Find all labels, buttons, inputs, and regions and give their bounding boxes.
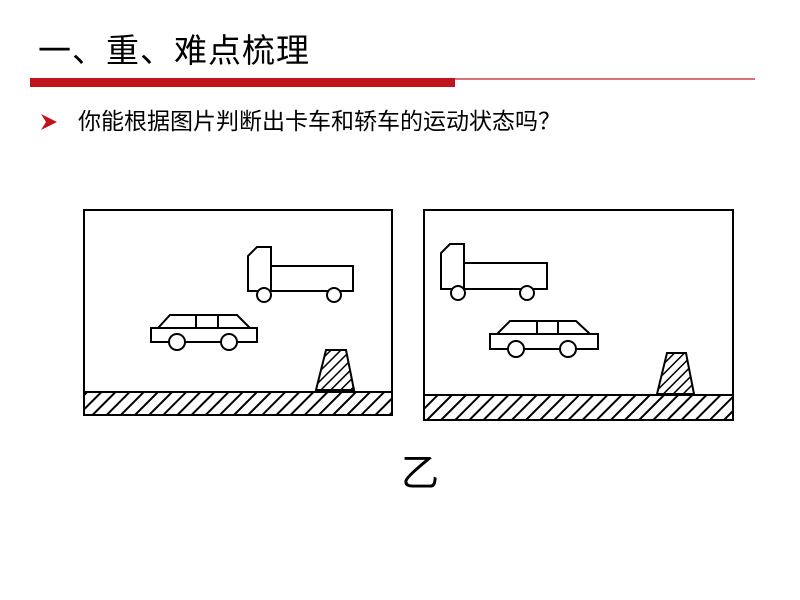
truck-left xyxy=(247,246,354,303)
truck-right xyxy=(440,243,548,301)
title-underline-red xyxy=(30,78,455,87)
car-left xyxy=(150,314,258,351)
panel-left xyxy=(83,209,393,416)
question-text: 你能根据图片判断出卡车和轿车的运动状态吗？ xyxy=(78,109,561,135)
roadside-marker-left xyxy=(314,349,356,391)
panel-right-ground xyxy=(423,394,734,421)
motion-figure xyxy=(0,195,800,505)
title-underline-gray xyxy=(455,78,755,80)
arrowhead-bullet-icon xyxy=(41,114,57,130)
car-right xyxy=(489,320,599,358)
roadside-marker-right xyxy=(655,352,696,395)
question-bullet: 你能根据图片判断出卡车和轿车的运动状态吗？ xyxy=(40,104,561,140)
figure-label: 乙 xyxy=(400,451,439,495)
panel-right xyxy=(423,209,734,421)
panel-left-ground xyxy=(83,391,393,416)
slide-title: 一、重、难点梳理 xyxy=(38,31,310,70)
title-underline xyxy=(30,78,755,87)
motion-figure-svg xyxy=(83,209,734,421)
